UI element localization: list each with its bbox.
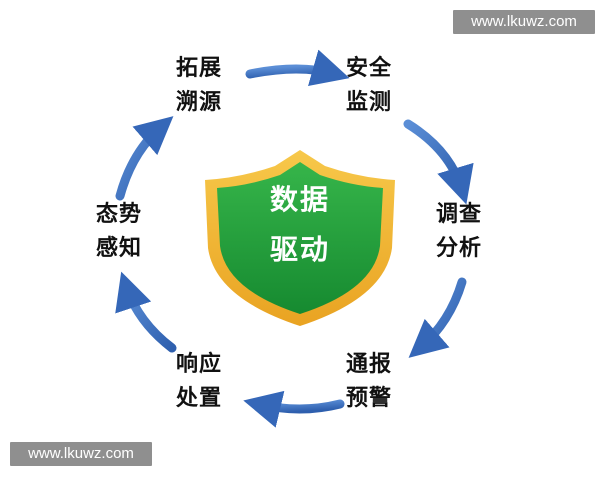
- arrow-investigate-to-report: [408, 277, 467, 358]
- arrow-expand-to-monitor: [245, 49, 350, 86]
- node-security-monitor: 安全 监测: [346, 52, 392, 120]
- node-label-line2: 监测: [346, 90, 393, 115]
- watermark-bottom: www.lkuwz.com: [10, 442, 152, 466]
- arrow-awareness-to-expand: [115, 116, 174, 201]
- node-situation-awareness: 态势 感知: [96, 198, 142, 266]
- arrow-respond-to-awareness: [115, 271, 177, 353]
- node-label-line1: 态势: [96, 202, 143, 227]
- node-label-line1: 拓展: [176, 56, 223, 81]
- node-label-line2: 分析: [436, 236, 483, 261]
- node-investigate-analyze: 调查 分析: [436, 198, 482, 266]
- node-label-line1: 安全: [346, 56, 393, 81]
- shield-label: 数据 驱动: [240, 175, 360, 275]
- node-label-line1: 通报: [346, 352, 393, 377]
- node-report-warn: 通报 预警: [346, 348, 392, 416]
- node-label-line1: 调查: [436, 202, 483, 227]
- shield-label-line2: 驱动: [269, 233, 330, 266]
- watermark-top: www.lkuwz.com: [453, 10, 595, 34]
- arrow-monitor-to-investigate: [403, 119, 474, 205]
- arrow-report-to-respond: [243, 390, 345, 428]
- node-label-line2: 处置: [176, 386, 223, 411]
- node-expand-trace: 拓展 溯源: [176, 52, 222, 120]
- node-label-line2: 溯源: [176, 90, 223, 115]
- shield-label-line1: 数据: [269, 183, 330, 216]
- shield-inner: [217, 162, 383, 314]
- node-label-line2: 感知: [96, 236, 143, 261]
- node-respond-handle: 响应 处置: [176, 348, 222, 416]
- node-label-line1: 响应: [176, 352, 223, 377]
- node-label-line2: 预警: [346, 386, 393, 411]
